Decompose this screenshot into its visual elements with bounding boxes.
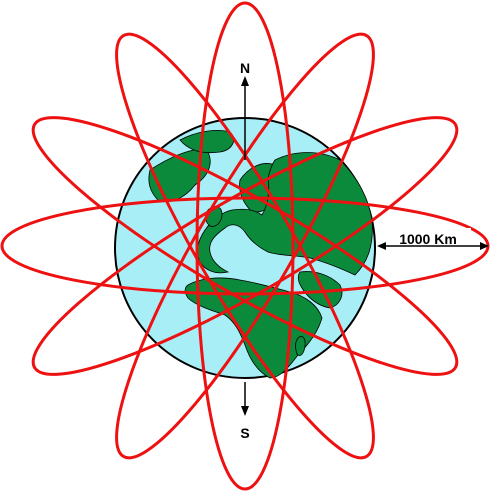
landmass-greenland [148, 147, 211, 202]
orbit-ellipse [115, 32, 375, 460]
south-label: S [240, 425, 249, 441]
orbit-ellipse [31, 116, 459, 376]
distance-label: 1000 Km [399, 231, 457, 247]
north-arrow-head-icon [241, 76, 249, 86]
distance-indicator: 1000 Km [377, 228, 489, 250]
orbit-ellipse [31, 116, 459, 376]
landmass-arabia [297, 271, 343, 309]
distance-label-bg [385, 228, 471, 248]
north-indicator: N [240, 60, 250, 160]
south-arrow-head-icon [241, 406, 249, 416]
orbit-ellipse [195, 1, 295, 491]
distance-arrow-right-icon [480, 242, 489, 250]
orbit-ellipse [115, 32, 375, 460]
south-indicator: S [240, 382, 250, 441]
landmass-arctic [179, 130, 234, 154]
landmass-madagascar [295, 336, 306, 356]
north-label: N [240, 60, 250, 76]
distance-arrow-left-icon [377, 242, 386, 250]
